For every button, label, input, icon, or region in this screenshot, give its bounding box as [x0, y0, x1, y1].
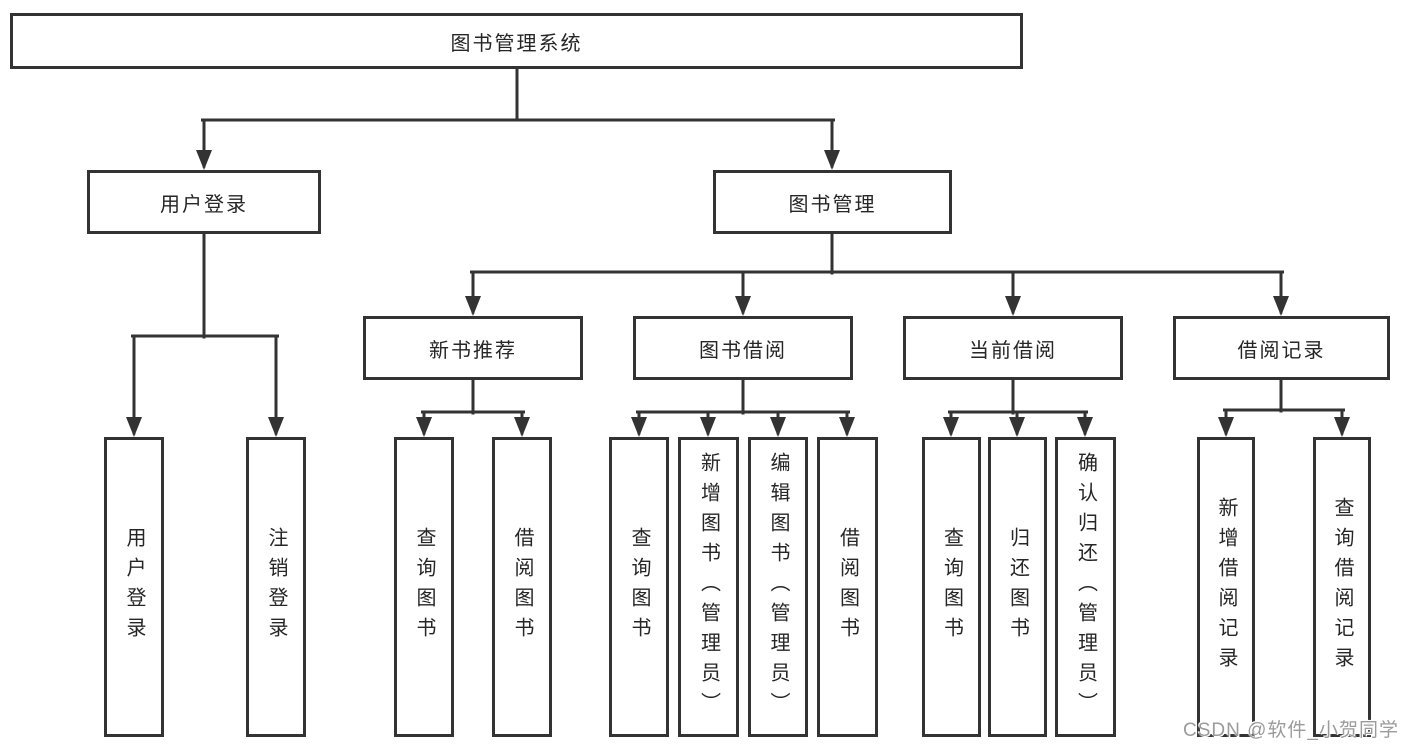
node-label: 借阅图书	[836, 527, 859, 647]
node-label: 确认归还（管理员）	[1074, 452, 1097, 722]
node-label: 新书推荐	[429, 339, 517, 362]
node-current-borrowing: 当前借阅	[903, 316, 1123, 380]
leaf-confirm-return-admin: 确认归还（管理员）	[1055, 437, 1116, 737]
node-label: 图书借阅	[699, 339, 787, 362]
node-label: 图书管理系统	[450, 32, 583, 55]
node-label: 编辑图书（管理员）	[767, 452, 789, 722]
node-new-book-recommendation: 新书推荐	[363, 316, 583, 380]
node-label: 注销登录	[265, 527, 287, 647]
leaf-return-books: 归还图书	[988, 437, 1047, 737]
node-root-library-management-system: 图书管理系统	[10, 13, 1023, 69]
node-label: 用户登录	[123, 527, 145, 647]
node-user-login-branch: 用户登录	[87, 170, 321, 234]
node-book-borrowing: 图书借阅	[633, 316, 853, 380]
arrowhead-icons	[126, 150, 1350, 437]
leaf-query-books-recommend: 查询图书	[394, 437, 454, 737]
leaf-borrow-books-recommend: 借阅图书	[492, 437, 552, 737]
node-label: 归还图书	[1006, 527, 1029, 647]
node-label: 借阅记录	[1237, 339, 1326, 362]
csdn-watermark: CSDN @软件_小贺同学	[1183, 720, 1399, 741]
node-label: 查询图书	[628, 527, 650, 647]
leaf-borrow-books: 借阅图书	[817, 437, 878, 737]
node-book-management-branch: 图书管理	[713, 170, 952, 234]
leaf-query-books-borrowing: 查询图书	[609, 437, 669, 737]
leaf-add-books-admin: 新增图书（管理员）	[678, 437, 739, 737]
node-label: 用户登录	[160, 193, 248, 216]
node-label: 当前借阅	[969, 339, 1057, 362]
leaf-logout: 注销登录	[246, 437, 306, 737]
leaf-query-books-current: 查询图书	[922, 437, 981, 737]
leaf-edit-books-admin: 编辑图书（管理员）	[748, 437, 808, 737]
node-label: 借阅图书	[511, 527, 533, 647]
node-label: 新增图书（管理员）	[697, 452, 720, 722]
node-borrowing-records: 借阅记录	[1173, 316, 1390, 380]
leaf-user-login: 用户登录	[104, 437, 164, 737]
node-label: 图书管理	[788, 193, 877, 216]
node-label: 新增借阅记录	[1215, 497, 1237, 677]
leaf-query-borrow-record: 查询借阅记录	[1313, 437, 1371, 737]
node-label: 查询借阅记录	[1331, 497, 1353, 677]
node-label: 查询图书	[940, 527, 963, 647]
node-label: 查询图书	[413, 527, 435, 647]
leaf-add-borrow-record: 新增借阅记录	[1197, 437, 1255, 737]
